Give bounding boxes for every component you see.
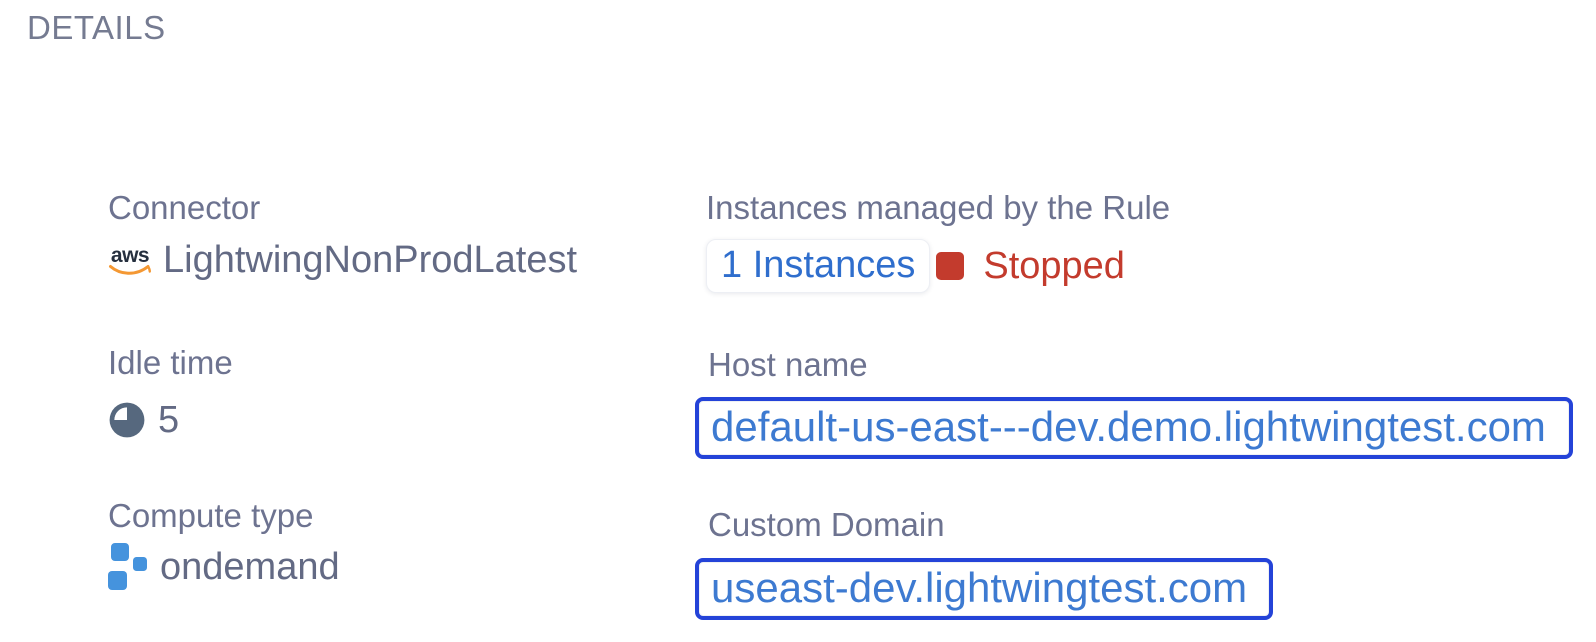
compute-type-squares-icon [108,543,147,590]
details-heading: DETAILS [27,9,166,46]
host-name-label: Host name [708,346,868,383]
stopped-status-icon [936,252,965,280]
aws-logo-icon: aws [108,244,152,277]
connector-value-row: aws LightwingNonProdLatest [108,237,577,283]
compute-type-label: Compute type [108,497,314,534]
connector-label: Connector [108,189,261,226]
idle-time-value-row: 5 [108,397,233,443]
idle-time-label: Idle time [108,344,233,381]
instances-label: Instances managed by the Rule [706,189,1171,226]
instances-field: Instances managed by the Rule 1 Instance… [706,188,1170,293]
host-name-link[interactable]: default-us-east---dev.demo.lightwingtest… [695,397,1573,459]
idle-time-pie-clock-icon [109,402,145,438]
idle-time-field: Idle time 5 [108,343,233,443]
compute-type-value-row: ondemand [108,543,340,590]
idle-time-value: 5 [158,399,180,441]
custom-domain-field: Custom Domain useast-dev.lightwingtest.c… [695,505,1273,620]
host-name-field: Host name default-us-east---dev.demo.lig… [695,345,1573,459]
connector-field: Connector aws LightwingNonProdLatest [108,188,577,283]
custom-domain-link[interactable]: useast-dev.lightwingtest.com [695,558,1273,620]
instances-value-row: 1 Instances Stopped [706,239,1170,293]
compute-type-field: Compute type ondemand [108,496,340,590]
instance-status-text: Stopped [983,245,1125,287]
aws-logo-text: aws [110,244,150,267]
aws-smile-swoosh [109,265,151,275]
connector-value: LightwingNonProdLatest [163,239,578,281]
custom-domain-label: Custom Domain [708,506,945,543]
compute-type-value: ondemand [160,545,340,588]
instances-count-link[interactable]: 1 Instances [706,239,931,293]
